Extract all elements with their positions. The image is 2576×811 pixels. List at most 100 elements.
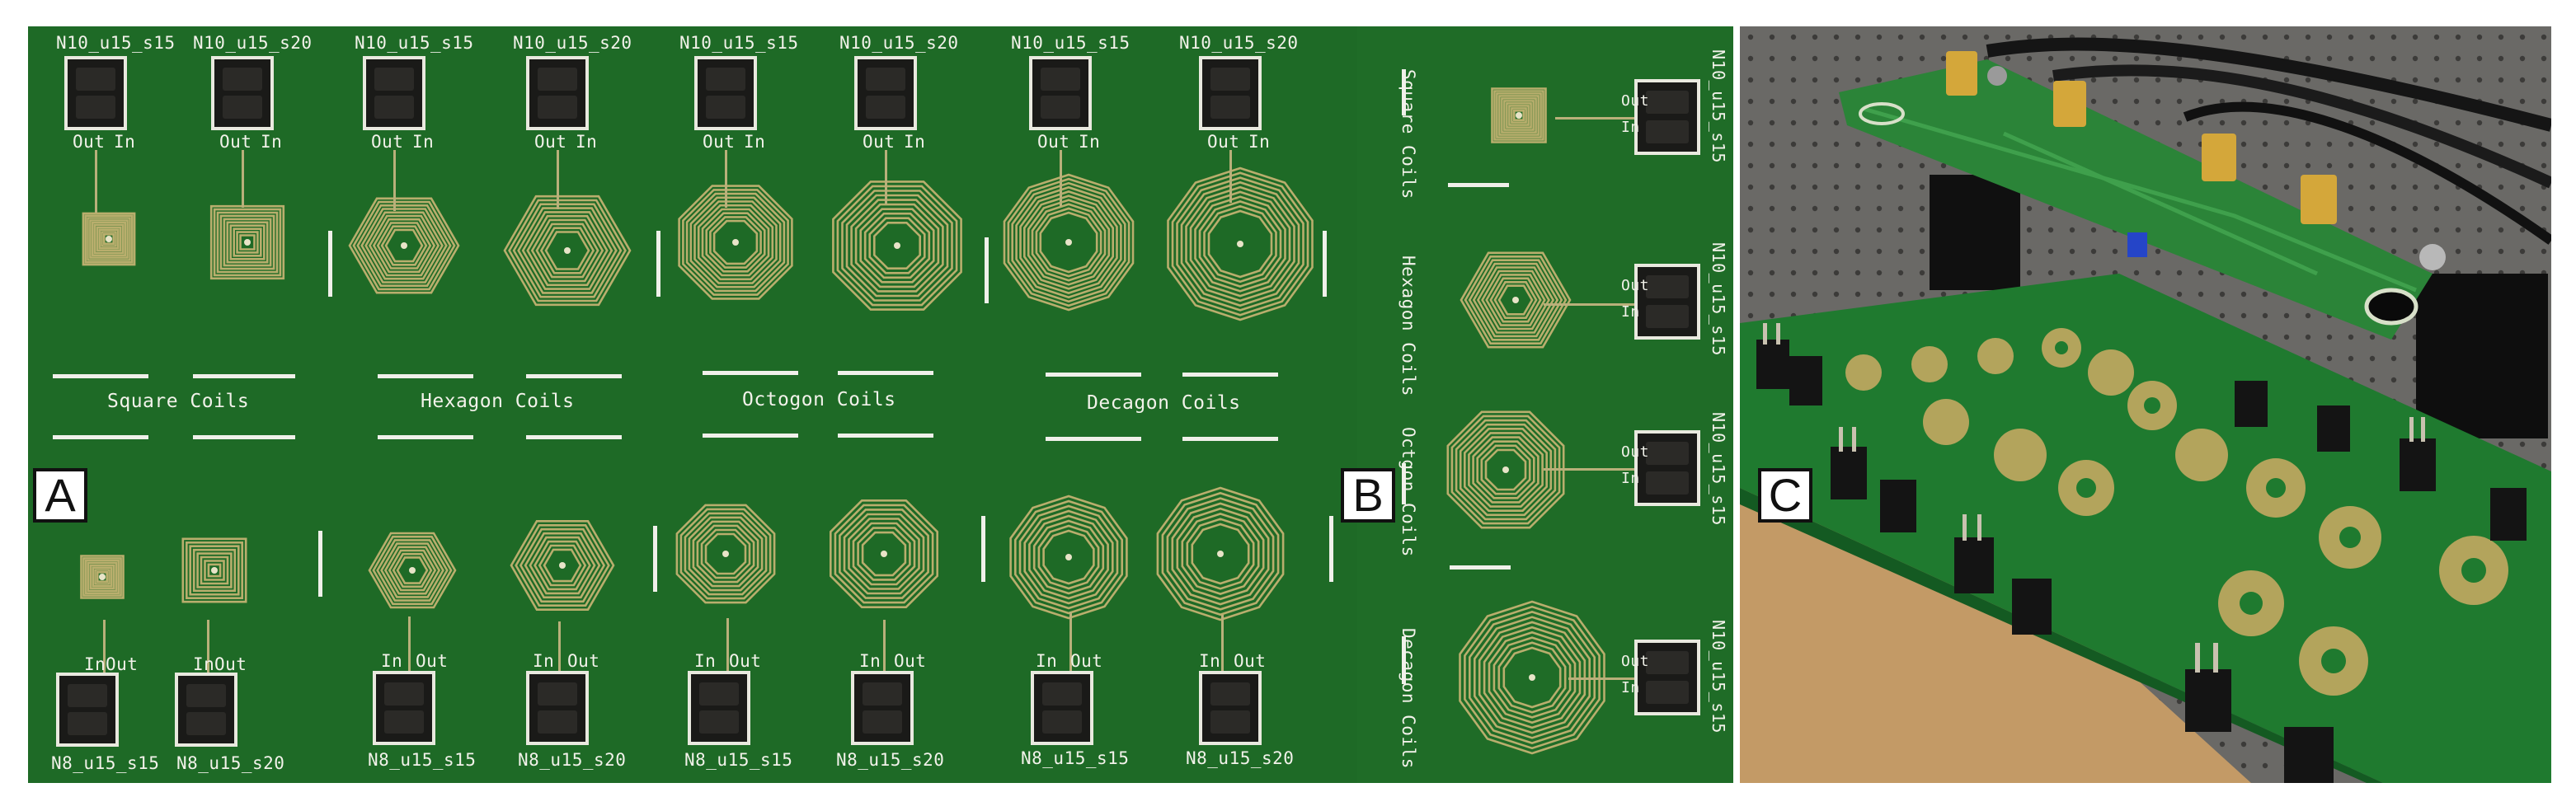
divider — [328, 231, 332, 297]
coil-label: N8_u15_s20 — [836, 750, 945, 770]
pin-out-label: Out — [416, 651, 449, 671]
silk-line — [703, 371, 798, 375]
trace — [1221, 615, 1224, 674]
silk-line — [838, 434, 933, 438]
coil-centers — [2055, 341, 2486, 673]
coil-spiral — [348, 197, 460, 294]
silk-line — [1182, 437, 1278, 441]
coil-spiral — [503, 195, 632, 307]
coil-spiral — [829, 499, 938, 609]
coil-label: N10_u15_s15 — [1709, 49, 1728, 163]
pin-in-label: In — [84, 654, 106, 674]
coil-spiral — [80, 555, 125, 599]
silk-line — [1046, 437, 1141, 441]
divider — [656, 231, 660, 297]
coil-spiral — [1009, 495, 1128, 620]
silk-line — [1402, 636, 1406, 684]
trace — [1568, 677, 1638, 680]
silk-line — [1402, 463, 1406, 504]
cable — [1986, 37, 2551, 132]
pin-in-label: In — [904, 132, 926, 152]
coil-label: N10_u15_s20 — [193, 33, 313, 53]
screw — [2419, 244, 2446, 270]
pin-out-label: Out — [73, 132, 106, 152]
divider — [318, 531, 322, 597]
sma-connectors — [1946, 51, 2337, 224]
trace — [95, 150, 97, 213]
coil-spiral — [678, 185, 793, 300]
coil-spiral — [675, 504, 776, 604]
trace — [1555, 117, 1638, 120]
divider — [981, 516, 985, 582]
pin-header — [56, 673, 119, 747]
trace — [883, 620, 886, 674]
pin-in-label: In — [412, 132, 435, 152]
trace — [207, 620, 209, 676]
trace — [1069, 612, 1072, 674]
pin-out-label: Out — [863, 132, 895, 152]
pin-out-label: Out — [894, 651, 927, 671]
pin-out-label: Out — [106, 654, 139, 674]
trace — [885, 150, 887, 204]
pin-in-label: In — [859, 651, 881, 671]
coil-layer-a — [80, 166, 1314, 621]
pcb-photo-b: Square Coils Hexagon Coils Octgon Coils … — [1357, 26, 1733, 783]
pin-in-label: In — [694, 651, 717, 671]
coil-label: N8_u15_s20 — [1186, 748, 1295, 768]
pcb-photo-a: N10_u15_s15 N10_u15_s20 N10_u15_s15 N10_… — [28, 26, 1357, 783]
coil-label: N10_u15_s15 — [1011, 33, 1131, 53]
coil-label: N10_u15_s15 — [679, 33, 799, 53]
pin-in-label: In — [1199, 651, 1221, 671]
silk-line — [378, 374, 473, 378]
silk-line — [53, 435, 148, 439]
pin-header — [688, 671, 750, 745]
pin-header — [211, 56, 274, 130]
silk-line — [1450, 565, 1511, 570]
coil-spiral — [1459, 600, 1605, 755]
divider — [985, 237, 989, 303]
coil-spiral — [181, 537, 247, 603]
pin-out-label: Out — [1621, 443, 1650, 461]
pin-out-label: Out — [1070, 651, 1103, 671]
upper-trace — [2002, 131, 2319, 276]
pin-header — [64, 56, 127, 130]
pin-out-label: Out — [1621, 92, 1650, 110]
mount-block — [2416, 274, 2548, 438]
pin-out-label: Out — [1037, 132, 1070, 152]
photo-c-scene — [1740, 26, 2551, 783]
trace — [1229, 150, 1232, 203]
coil-spiral — [1460, 251, 1572, 349]
trace — [103, 620, 106, 676]
pin-header — [854, 56, 917, 130]
group-title: Decagon Coils — [1398, 628, 1418, 769]
pin-out-label: Out — [567, 651, 600, 671]
silk-line — [838, 371, 933, 375]
trace — [558, 621, 561, 674]
silk-line — [378, 435, 473, 439]
coil-label: N8_u15_s15 — [1021, 748, 1130, 768]
pin-header — [526, 671, 589, 745]
silk-line — [1182, 373, 1278, 377]
upper-trace — [1863, 106, 2417, 293]
pin-in-label: In — [744, 132, 766, 152]
coil-spiral — [1446, 410, 1565, 529]
main-pcb-headers — [1756, 340, 2527, 783]
coil-label: N10_u15_s15 — [1709, 620, 1728, 734]
coil-label: N10_u15_s15 — [355, 33, 474, 53]
coil-spiral — [832, 180, 962, 311]
coil-label: N10_u15_s20 — [1179, 33, 1299, 53]
coil-label: N10_u15_s15 — [1709, 412, 1728, 526]
pin-header — [694, 56, 757, 130]
trace — [725, 150, 727, 208]
coil-label: N8_u15_s15 — [684, 750, 793, 770]
mount-hole — [2364, 288, 2419, 326]
group-title: Hexagon Coils — [1398, 255, 1418, 396]
coil-spiral — [82, 212, 136, 266]
pin-header — [1031, 671, 1093, 745]
pin-out-label: Out — [534, 132, 567, 152]
coil-spiral — [1491, 87, 1547, 143]
pin-out-label: Out — [371, 132, 404, 152]
divider — [1323, 231, 1327, 297]
upper-pcb — [1839, 59, 2433, 340]
pin-header — [1029, 56, 1092, 130]
